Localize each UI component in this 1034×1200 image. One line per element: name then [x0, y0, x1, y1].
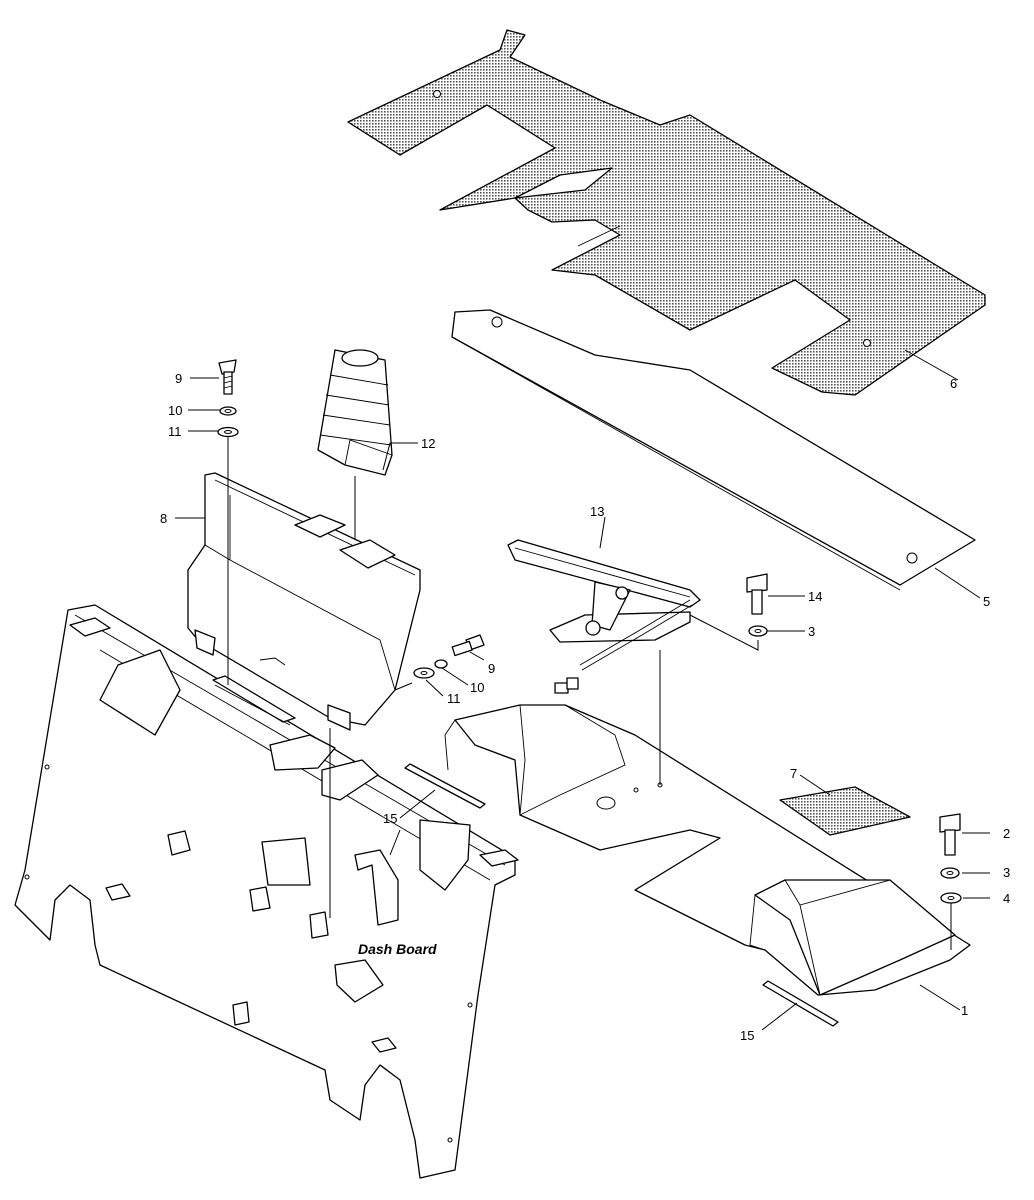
strips-part-15	[404, 763, 839, 1027]
callout-10-top: 10	[168, 403, 182, 418]
callout-6: 6	[950, 376, 957, 391]
callout-11-top: 11	[168, 424, 182, 439]
callout-9-bottom: 9	[488, 661, 495, 676]
callout-15-bottom: 15	[740, 1028, 754, 1043]
callout-1: 1	[961, 1003, 968, 1018]
callout-12: 12	[421, 436, 435, 451]
leader-lines	[175, 349, 990, 1031]
callout-7: 7	[790, 766, 797, 781]
callout-15-left: 15	[383, 811, 397, 826]
floor-plate-part-1	[444, 704, 971, 996]
callout-11-bottom: 11	[447, 691, 461, 706]
callout-3-mid: 3	[808, 624, 815, 639]
callouts: 9 10 11 12 8 13 14 3 9 10 11 6 5 7 15 15…	[160, 371, 1010, 1043]
pedal-part-13	[507, 539, 701, 694]
strip-part-5	[451, 309, 976, 591]
callout-8: 8	[160, 511, 167, 526]
callout-5: 5	[983, 594, 990, 609]
bolt-washers-9-10-11-bottom	[413, 634, 485, 679]
callout-2: 2	[1003, 826, 1010, 841]
callout-3-right: 3	[1003, 865, 1010, 880]
boot-part-12	[317, 349, 393, 476]
floor-mat-part-6	[347, 29, 986, 396]
small-mat-part-7	[779, 786, 911, 836]
dash-board-label: Dash Board	[358, 941, 437, 957]
console-part-8	[187, 472, 421, 731]
dash-board-panel	[14, 604, 519, 1179]
callout-9-top: 9	[175, 371, 182, 386]
callout-10-bottom: 10	[470, 680, 484, 695]
bolt-washers-2-3-4	[939, 813, 962, 904]
bolt-washer-14-3	[746, 573, 768, 637]
bolt-washers-9-10-11-top	[217, 359, 239, 438]
callout-14: 14	[808, 589, 822, 604]
callout-4: 4	[1003, 891, 1010, 906]
callout-13: 13	[590, 504, 604, 519]
